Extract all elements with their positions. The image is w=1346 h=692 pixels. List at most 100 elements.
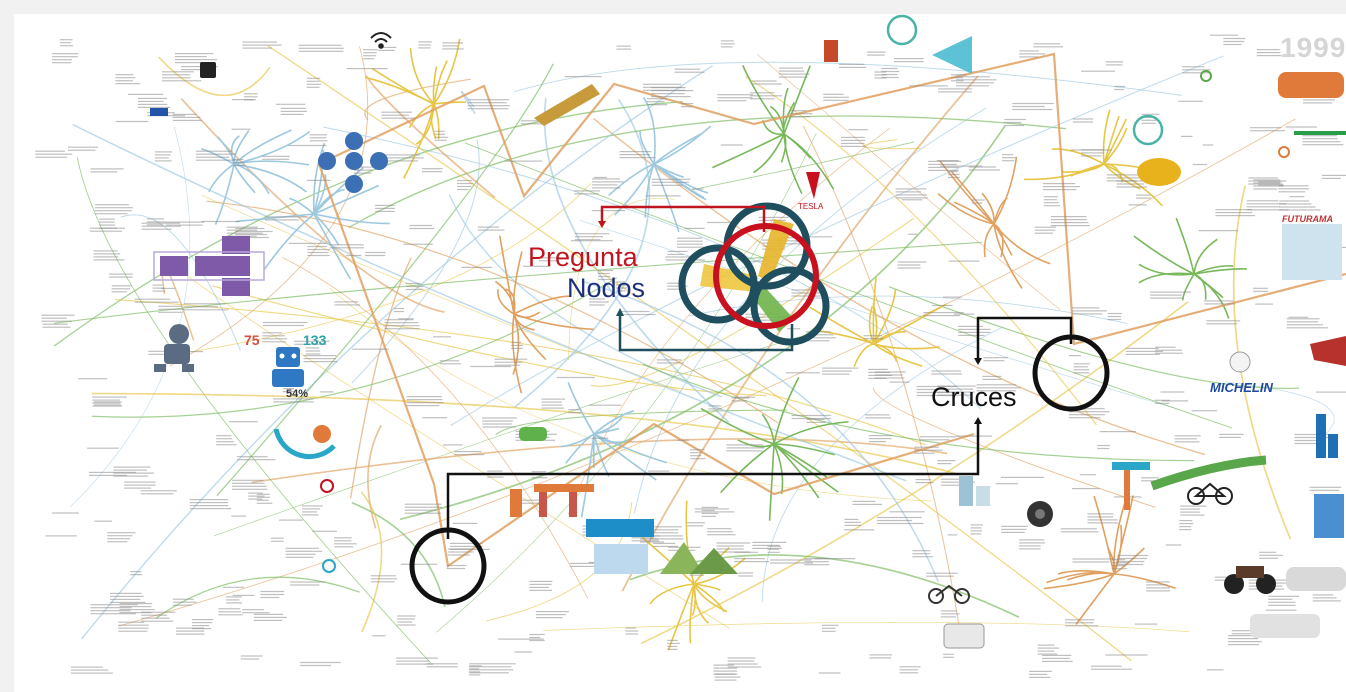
text-placeholder (1259, 554, 1283, 556)
text-placeholder (264, 219, 299, 221)
text-placeholder (529, 639, 545, 642)
branch-line (349, 257, 412, 499)
text-placeholder (734, 558, 765, 560)
text-placeholder (1155, 346, 1176, 348)
text-placeholder (1179, 526, 1191, 528)
text-placeholder (620, 313, 656, 316)
text-placeholder (667, 250, 688, 252)
text-placeholder (487, 470, 503, 472)
text-placeholder (541, 401, 562, 403)
text-placeholder (449, 545, 483, 547)
text-placeholder (242, 47, 273, 49)
text-placeholder (574, 193, 599, 195)
text-placeholder (818, 672, 841, 674)
text-placeholder (381, 117, 416, 119)
text-placeholder (1081, 152, 1104, 154)
text-placeholder (262, 332, 283, 334)
text-placeholder (1072, 313, 1103, 315)
text-placeholder (290, 584, 320, 586)
text-placeholder (1278, 188, 1309, 190)
text-placeholder (487, 476, 504, 478)
text-placeholder (1125, 347, 1159, 349)
text-placeholder (940, 613, 960, 615)
text-placeholder (914, 449, 943, 451)
text-placeholder (1321, 174, 1346, 176)
text-placeholder (253, 619, 282, 621)
text-placeholder (176, 627, 205, 629)
text-placeholder (667, 288, 686, 290)
branch-line (809, 306, 875, 345)
text-placeholder (141, 222, 180, 224)
text-placeholder (948, 170, 958, 173)
text-placeholder (1248, 180, 1287, 182)
text-placeholder (93, 250, 118, 252)
text-placeholder (616, 287, 627, 289)
text-placeholder (94, 207, 133, 209)
pregunta-label: Pregunta (528, 242, 639, 272)
branch-line (117, 118, 1296, 627)
branch-line (289, 197, 315, 215)
text-placeholder (384, 322, 419, 324)
text-placeholder (235, 236, 269, 239)
sports-car-icon (1310, 336, 1346, 366)
text-placeholder (852, 500, 876, 502)
text-placeholder (334, 546, 354, 548)
text-placeholder (717, 94, 754, 96)
text-placeholder (165, 224, 203, 226)
text-placeholder (288, 144, 327, 147)
text-placeholder (1141, 122, 1157, 124)
text-placeholder (263, 324, 304, 327)
text-placeholder (1107, 312, 1122, 315)
text-placeholder (1125, 350, 1163, 352)
text-placeholder (181, 69, 212, 71)
text-placeholder (881, 67, 898, 70)
text-placeholder (529, 580, 553, 582)
text-placeholder (398, 318, 414, 320)
text-placeholder (248, 498, 263, 500)
text-placeholder (971, 202, 983, 204)
nodos-label: Nodos (567, 273, 645, 303)
branch-line (653, 163, 707, 201)
text-placeholder (752, 547, 782, 549)
branch-line (773, 443, 835, 456)
year-label: 1999 (1280, 32, 1346, 63)
text-placeholder (1106, 174, 1146, 176)
text-placeholder (41, 320, 72, 322)
branch-line (514, 98, 651, 408)
text-placeholder (306, 83, 321, 85)
text-placeholder (469, 666, 512, 668)
text-placeholder (844, 524, 862, 526)
text-placeholder (840, 142, 865, 144)
text-placeholder (1073, 366, 1088, 368)
text-placeholder (260, 593, 285, 596)
text-placeholder (720, 144, 743, 146)
text-placeholder (948, 173, 960, 176)
branch-line (568, 198, 675, 361)
branch-line (433, 60, 448, 105)
text-placeholder (1161, 400, 1189, 402)
branch-line (580, 433, 595, 518)
text-placeholder (777, 243, 801, 245)
text-placeholder (749, 92, 775, 94)
text-placeholder (822, 630, 836, 632)
text-placeholder (1228, 641, 1262, 643)
text-placeholder (467, 108, 509, 110)
text-placeholder (403, 243, 433, 245)
text-placeholder (165, 221, 205, 223)
branch-line (567, 382, 595, 435)
text-placeholder (134, 298, 171, 300)
text-placeholder (983, 360, 1005, 362)
text-placeholder (42, 323, 68, 325)
text-placeholder (1252, 287, 1268, 289)
branch-line (783, 133, 812, 159)
text-placeholder (943, 653, 954, 655)
branch-line (313, 213, 340, 246)
text-placeholder (1279, 206, 1316, 208)
text-placeholder (434, 136, 449, 138)
branch-line (367, 425, 382, 529)
text-placeholder (363, 58, 375, 60)
text-placeholder (1037, 653, 1058, 655)
tesla-logo-icon (806, 172, 820, 199)
text-placeholder (1286, 318, 1320, 320)
text-placeholder (253, 613, 284, 615)
